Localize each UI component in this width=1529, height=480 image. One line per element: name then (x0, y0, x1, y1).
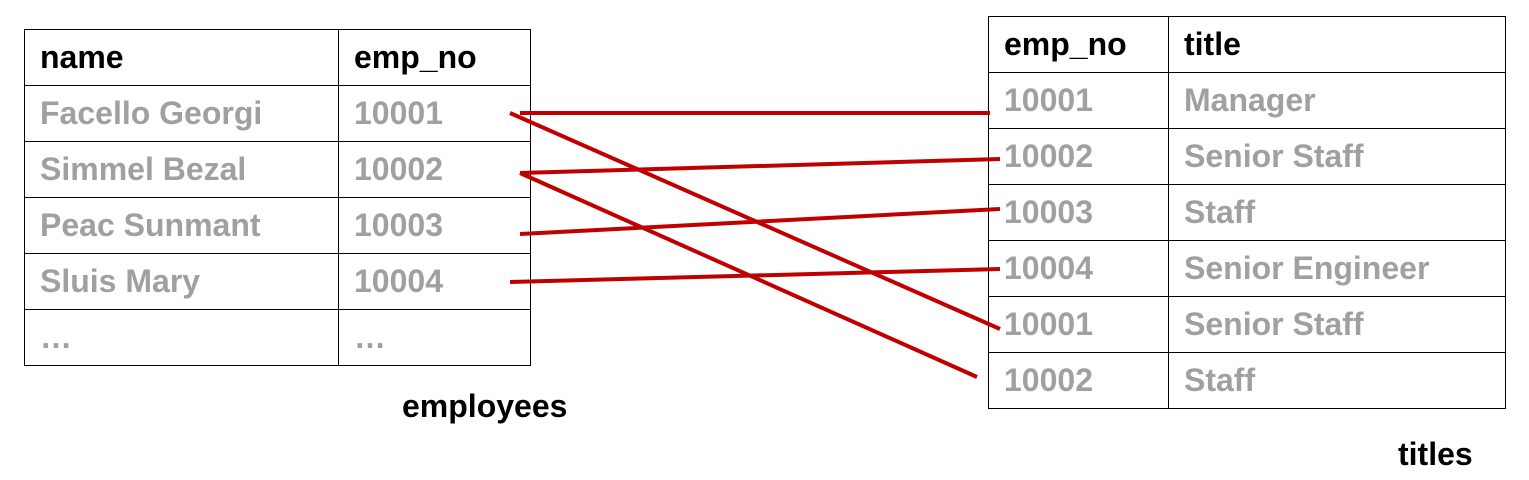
table-row: 10001 Manager (988, 72, 1506, 129)
cell-name: … (24, 309, 339, 366)
table-row: 10003 Staff (988, 184, 1506, 241)
employees-table: name emp_no Facello Georgi 10001 Simmel … (24, 29, 531, 366)
cell-name: Peac Sunmant (24, 197, 339, 254)
table-row: 10002 Senior Staff (988, 128, 1506, 185)
join-link (519, 157, 1001, 175)
table-row: 10001 Senior Staff (988, 296, 1506, 353)
cell-title: Senior Engineer (1168, 240, 1506, 297)
table-row: Simmel Bezal 10002 (24, 141, 531, 198)
cell-title: Manager (1168, 72, 1506, 129)
cell-emp-no: 10001 (988, 296, 1169, 353)
table-row: Peac Sunmant 10003 (24, 197, 531, 254)
join-link (509, 111, 1001, 331)
cell-title: Senior Staff (1168, 296, 1506, 353)
cell-emp-no: 10001 (988, 72, 1169, 129)
table-row: 10002 Staff (988, 352, 1506, 409)
titles-table: emp_no title 10001 Manager 10002 Senior … (988, 16, 1506, 409)
cell-emp-no: 10004 (338, 253, 531, 310)
table-row: 10004 Senior Engineer (988, 240, 1506, 297)
join-link (519, 207, 1001, 236)
cell-name: Sluis Mary (24, 253, 339, 310)
column-header-emp-no: emp_no (338, 29, 531, 86)
table-row: … … (24, 309, 531, 366)
cell-title: Staff (1168, 184, 1506, 241)
table-row: Facello Georgi 10001 (24, 85, 531, 142)
column-header-name: name (24, 29, 339, 86)
column-header-title: title (1168, 16, 1506, 73)
employees-caption: employees (402, 388, 568, 424)
table-row: Sluis Mary 10004 (24, 253, 531, 310)
table-header-row: name emp_no (24, 29, 531, 86)
cell-emp-no: 10001 (338, 85, 531, 142)
cell-emp-no: … (338, 309, 531, 366)
cell-emp-no: 10003 (338, 197, 531, 254)
join-link (509, 267, 1001, 284)
cell-emp-no: 10004 (988, 240, 1169, 297)
cell-title: Staff (1168, 352, 1506, 409)
cell-emp-no: 10003 (988, 184, 1169, 241)
cell-emp-no: 10002 (988, 352, 1169, 409)
cell-name: Simmel Bezal (24, 141, 339, 198)
cell-emp-no: 10002 (338, 141, 531, 198)
cell-title: Senior Staff (1168, 128, 1506, 185)
cell-emp-no: 10002 (988, 128, 1169, 185)
cell-name: Facello Georgi (24, 85, 339, 142)
join-link (519, 171, 978, 379)
column-header-emp-no: emp_no (988, 16, 1169, 73)
titles-caption: titles (1398, 436, 1473, 472)
table-header-row: emp_no title (988, 16, 1506, 73)
